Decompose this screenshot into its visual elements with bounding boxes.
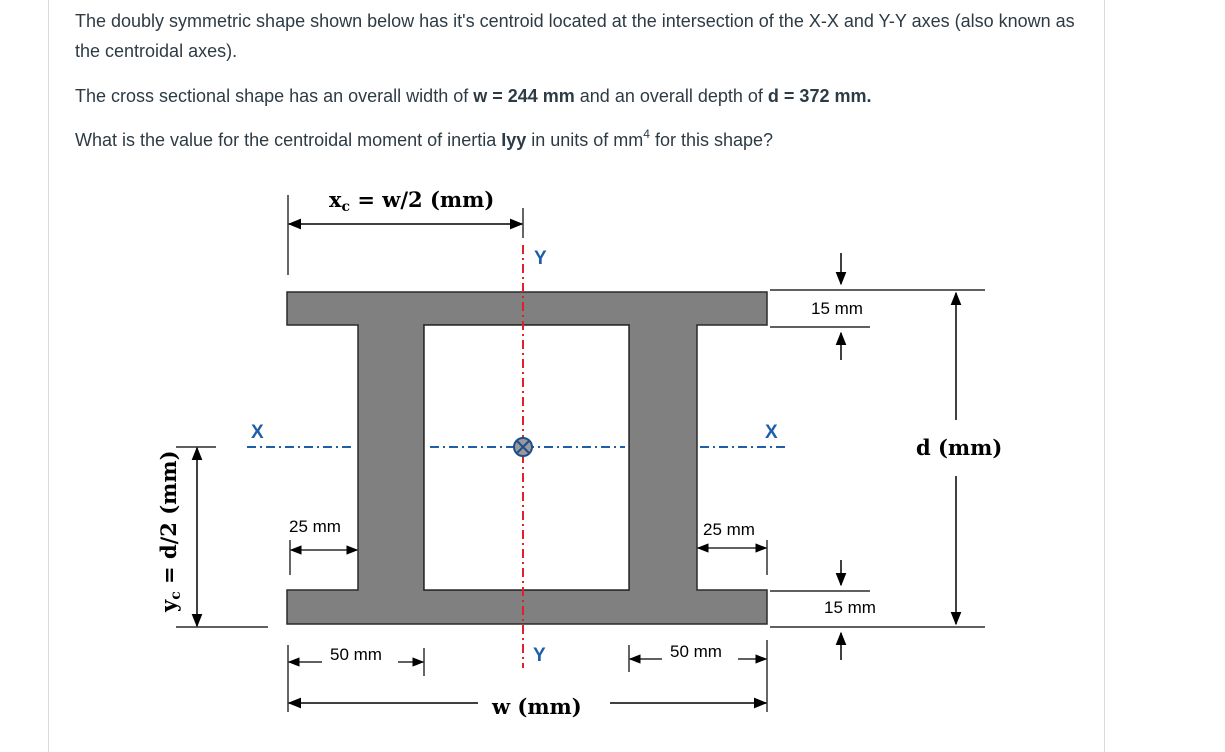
- left-web-label: 25 mm: [289, 517, 341, 536]
- line3-exponent: 4: [643, 127, 650, 141]
- question-line-1: The doubly symmetric shape shown below h…: [75, 6, 1085, 66]
- width-value: w = 244 mm: [473, 86, 575, 106]
- centroid-marker-icon: [513, 437, 533, 457]
- axis-y-top-label: Y: [534, 248, 547, 269]
- w-label: w (mm): [491, 694, 582, 719]
- question-line-2: The cross sectional shape has an overall…: [75, 81, 1085, 111]
- right-web-label: 25 mm: [703, 520, 755, 539]
- line3-post: for this shape?: [649, 130, 774, 150]
- axis-x-left-label: X: [251, 422, 264, 443]
- left-bottom-label-bg: [322, 640, 398, 666]
- line2-mid: and an overall depth of: [574, 86, 768, 106]
- inner-opening: [423, 324, 630, 591]
- right-bottom-label: 50 mm: [670, 642, 722, 661]
- line2-pre: The cross sectional shape has an overall…: [75, 86, 474, 106]
- yc-label: yc = d/2 (mm): [156, 450, 184, 613]
- d-label: d (mm): [916, 435, 1002, 460]
- right-bottom-label-bg: [662, 637, 738, 663]
- question-line-3: What is the value for the centroidal mom…: [75, 125, 1085, 155]
- left-bottom-label: 50 mm: [330, 645, 382, 664]
- question-line-1-text: The doubly symmetric shape shown below h…: [75, 11, 1075, 61]
- depth-value: d = 372 mm.: [767, 86, 872, 106]
- line3-pre: What is the value for the centroidal mom…: [75, 130, 502, 150]
- axis-y-bottom-label: Y: [533, 645, 546, 666]
- top-flange-label: 15 mm: [811, 299, 863, 318]
- content-frame: [48, 0, 1105, 752]
- iyy-label: Iyy: [501, 130, 527, 150]
- bottom-flange-label: 15 mm: [824, 598, 876, 617]
- line3-mid: in units of mm: [526, 130, 644, 150]
- xc-label: xc = w/2 (mm): [329, 187, 494, 215]
- axis-x-right-label: X: [765, 422, 778, 443]
